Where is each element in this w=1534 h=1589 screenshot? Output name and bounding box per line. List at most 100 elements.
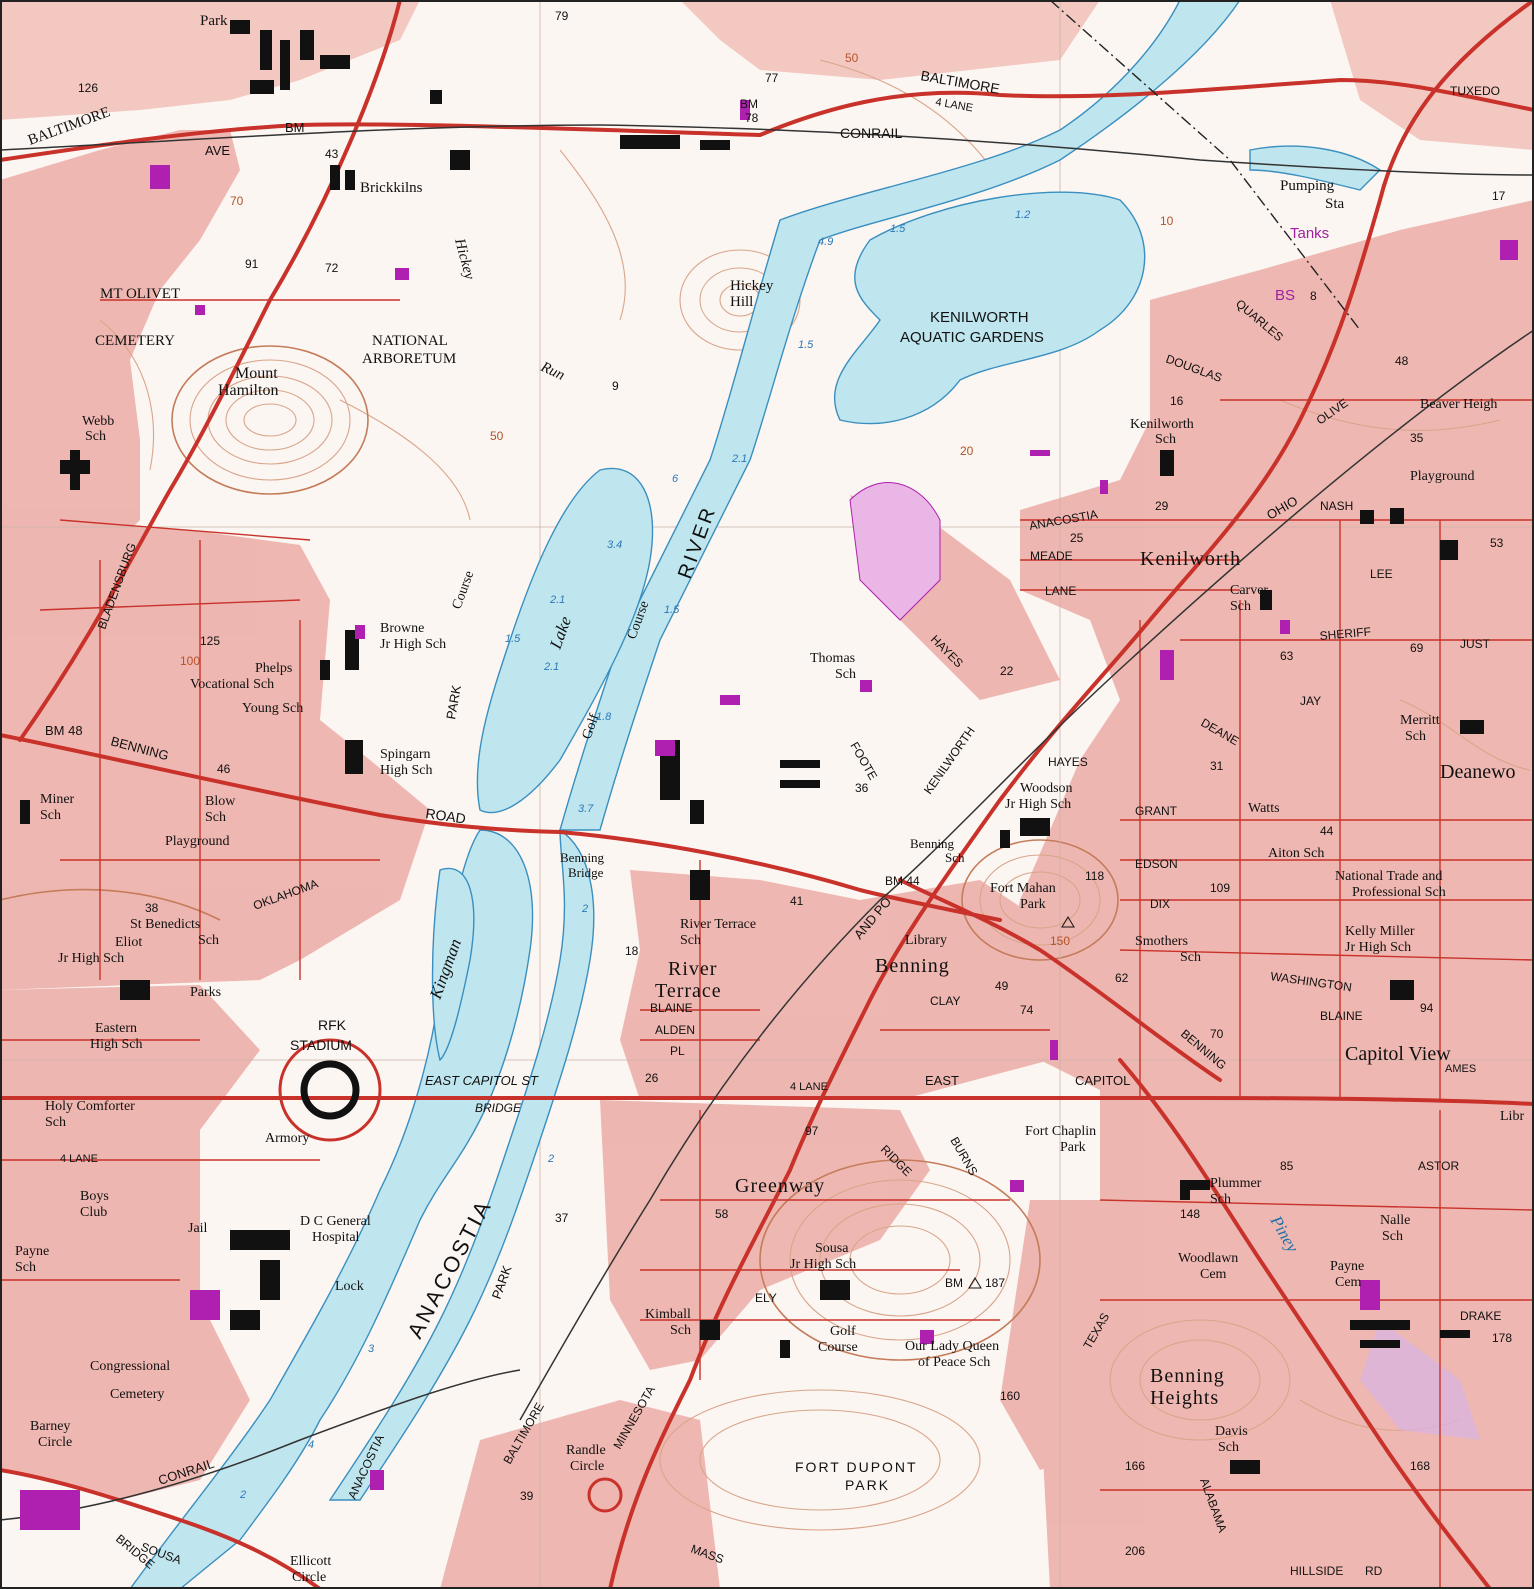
label-river-terrace-sch: River Terrace (680, 917, 756, 932)
label-mt-olivet: MT OLIVET (100, 286, 180, 302)
label-national-trade: National Trade and (1335, 869, 1442, 884)
num-50a: 50 (845, 51, 859, 65)
index-contours (0, 345, 1119, 1361)
label-boys-club: Boys (80, 1189, 109, 1204)
label-benning-heights2: Heights (1150, 1387, 1219, 1409)
label-our-lady2: of Peace Sch (918, 1355, 990, 1370)
num-72: 72 (325, 261, 339, 275)
num-62: 62 (1115, 971, 1129, 985)
label-bm-44: BM 44 (885, 874, 920, 888)
purple-revision-se (1360, 1320, 1480, 1440)
label-st-benedicts: St Benedicts (130, 917, 200, 932)
label-edson: EDSON (1135, 857, 1178, 871)
label-rfk: RFK (318, 1017, 347, 1033)
label-fort-dupont2: PARK (845, 1477, 890, 1493)
label-carver-sch: Carver (1230, 583, 1268, 598)
label-fort-chaplin2: Park (1060, 1140, 1086, 1155)
label-randle-circle2: Circle (570, 1459, 604, 1474)
label-greenway: Greenway (735, 1175, 825, 1197)
num-77: 77 (765, 71, 779, 85)
label-eastern-high: Eastern (95, 1021, 137, 1036)
label-clay: CLAY (930, 994, 960, 1008)
label-fort-mahan: Fort Mahan (990, 881, 1056, 896)
benchmark-icon-fort-mahan (1061, 916, 1075, 928)
label-dix: DIX (1150, 897, 1170, 911)
label-webb-sch2: Sch (85, 429, 106, 444)
num-29: 29 (1155, 499, 1169, 513)
spot-elevations: 79 77 50 126 91 72 9 16 48 35 29 25 22 6… (78, 9, 1512, 1558)
label-sheriff: SHERIFF (1319, 625, 1371, 643)
label-fort-dupont: FORT DUPONT (795, 1459, 918, 1475)
label-watts: Watts (1248, 801, 1280, 816)
num-70: 70 (230, 194, 244, 208)
label-pumping-sta2: Sta (1325, 196, 1345, 212)
depth-17: 2 (239, 1489, 246, 1501)
depth-13: 2 (581, 903, 588, 915)
label-ames: AMES (1445, 1063, 1476, 1075)
label-eliot: Eliot (115, 935, 142, 950)
depth-8: 1.5 (505, 633, 521, 645)
label-lee: LEE (1370, 567, 1393, 581)
label-davis-sch2: Sch (1218, 1440, 1239, 1455)
label-cemetery: CEMETERY (95, 333, 175, 349)
num-187: 187 (985, 1276, 1005, 1290)
label-river-terrace-sch2: Sch (680, 933, 701, 948)
label-libr: Libr (1500, 1109, 1524, 1124)
num-48: 48 (1395, 354, 1409, 368)
label-payne-sch2: Sch (15, 1260, 36, 1275)
label-east-capitol-st: EAST CAPITOL ST (425, 1073, 539, 1088)
buildings (20, 20, 1484, 1474)
num-31: 31 (1210, 759, 1224, 773)
label-4-lane-w: 4 LANE (60, 1153, 98, 1165)
num-37: 37 (555, 1211, 569, 1225)
label-4-lane-e: 4 LANE (790, 1081, 828, 1093)
label-national-arboretum: NATIONAL (372, 333, 448, 349)
num-36: 36 (855, 781, 869, 795)
depth-10: 1.5 (664, 604, 680, 616)
num-126: 126 (78, 81, 98, 95)
num-9: 9 (612, 379, 619, 393)
label-spingarn: Spingarn (380, 747, 431, 762)
label-bm-78: BM (740, 97, 758, 111)
num-44: 44 (1320, 824, 1334, 838)
label-benning-sch: Benning (910, 836, 955, 851)
label-miner-sch2: Sch (40, 808, 61, 823)
label-course-sw: Course (818, 1340, 858, 1355)
num-168: 168 (1410, 1459, 1430, 1473)
boundary-line (1049, 0, 1361, 331)
label-browne: Browne (380, 621, 424, 636)
depth-2: 4.9 (818, 236, 833, 248)
label-tanks: Tanks (1290, 225, 1329, 242)
label-thomas-sch: Thomas (810, 651, 855, 666)
label-our-lady: Our Lady Queen (905, 1339, 999, 1354)
num-85: 85 (1280, 1159, 1294, 1173)
label-deanewood: Deanewo (1440, 761, 1516, 783)
label-dc-general2: Hospital (312, 1230, 360, 1245)
label-young-sch: Young Sch (242, 701, 303, 716)
label-mount-hamilton2: Hamilton (218, 382, 278, 399)
num-16: 16 (1170, 394, 1184, 408)
label-east: EAST (925, 1073, 959, 1088)
label-kenilworth-town: Kenilworth (1140, 548, 1241, 570)
label-nalle2: Sch (1382, 1229, 1403, 1244)
label-blaine: BLAINE (1320, 1009, 1363, 1023)
num-35: 35 (1410, 431, 1424, 445)
label-river-terrace2: Terrace (655, 980, 722, 1002)
label-miner-sch: Miner (40, 792, 75, 807)
label-just: JUST (1460, 637, 1491, 651)
label-nash: NASH (1320, 499, 1353, 513)
label-national-trade2: Professional Sch (1352, 885, 1446, 900)
label-woodlawn: Woodlawn (1178, 1251, 1238, 1266)
label-stadium: STADIUM (290, 1037, 352, 1053)
label-ely: ELY (755, 1291, 777, 1305)
num-74: 74 (1020, 1003, 1034, 1017)
label-bm-48: BM 48 (45, 723, 83, 738)
label-randle-circle: Randle (566, 1443, 606, 1458)
label-hillside: HILLSIDE (1290, 1564, 1343, 1578)
depth-15: 3 (368, 1343, 375, 1355)
label-conrail-top: CONRAIL (840, 125, 902, 141)
label-blow-sch2: Sch (205, 810, 226, 825)
label-fort-mahan2: Park (1020, 897, 1046, 912)
num-100: 100 (180, 654, 200, 668)
benchmark-icon-187 (968, 1277, 982, 1289)
